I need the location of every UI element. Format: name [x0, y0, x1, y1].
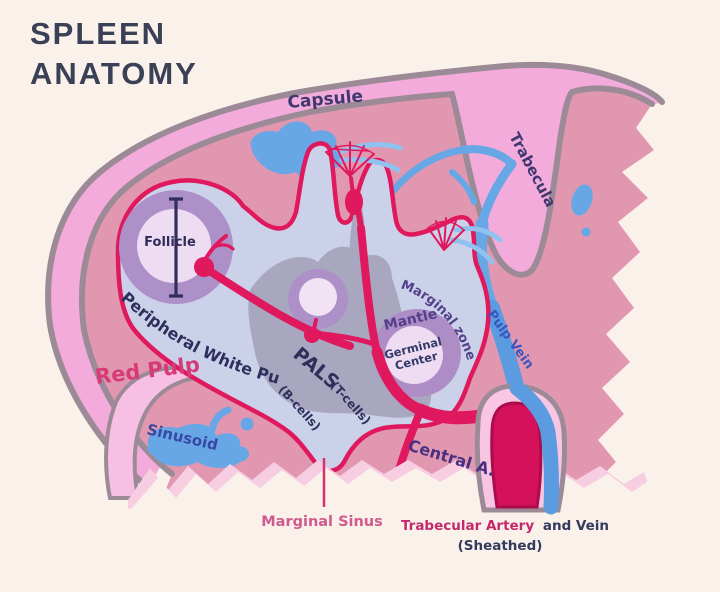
germinal-center-zone — [385, 326, 443, 384]
central-artery-mid — [371, 346, 426, 416]
and-vein-caption: and Vein — [543, 518, 609, 534]
sheathed-vessels — [474, 380, 568, 515]
germinal-follicle — [373, 309, 461, 397]
tuft-1-web — [325, 144, 375, 155]
title-line-2: ANATOMY — [30, 55, 198, 91]
follicle-label: Follicle — [144, 235, 196, 250]
branch-to-follicle1 — [204, 266, 354, 350]
penicillar-tuft-2 — [427, 217, 503, 265]
follicle-1-bulb — [194, 257, 214, 277]
trabecular-artery-caption: Trabecular Artery — [401, 518, 534, 534]
follicle-1-twig-b — [212, 243, 235, 251]
tuft-2-blue-brush — [449, 225, 503, 265]
trabecula-tongue — [452, 85, 572, 275]
page-title: SPLEEN ANATOMY — [30, 14, 198, 93]
vein-branch-5 — [449, 169, 477, 205]
trabecular-artery-vein-caption: Trabecular Artery and Vein — [401, 518, 609, 534]
vein-branch-3 — [477, 159, 517, 229]
follicle-2-center — [299, 278, 337, 316]
penicillar-tuft-1 — [325, 141, 403, 196]
sinusoid-arm — [208, 406, 232, 434]
title-line-1: SPLEEN — [30, 16, 167, 51]
sinusoid-dot — [240, 417, 254, 431]
blue-droplet — [571, 184, 593, 216]
central-artery-upper — [357, 224, 381, 356]
marginal-sinus-caption: Marginal Sinus — [261, 514, 383, 530]
follicle-dimension-line — [169, 197, 183, 298]
tuft-1-stalk — [349, 176, 355, 196]
captions: Marginal Sinus Trabecular Artery and Vei… — [261, 514, 609, 554]
sinusoid-blob — [147, 423, 249, 468]
tuft-2-rays — [427, 217, 465, 251]
follicle-1-center — [137, 209, 211, 283]
sheathed-caption: (Sheathed) — [458, 538, 543, 554]
tuft-1-rays — [325, 141, 375, 177]
artery-valley-bulge — [345, 189, 363, 215]
trabecular-artery — [490, 401, 543, 509]
trabecular-vein — [509, 380, 560, 515]
capsule-inner-border — [78, 85, 655, 477]
blue-dot — [581, 227, 591, 237]
capsule-outer-border — [45, 61, 665, 491]
tuft-2-web — [427, 220, 465, 231]
vein-branch-1 — [390, 146, 466, 194]
lower-trabecula — [104, 365, 212, 500]
follicle-2 — [288, 269, 348, 329]
